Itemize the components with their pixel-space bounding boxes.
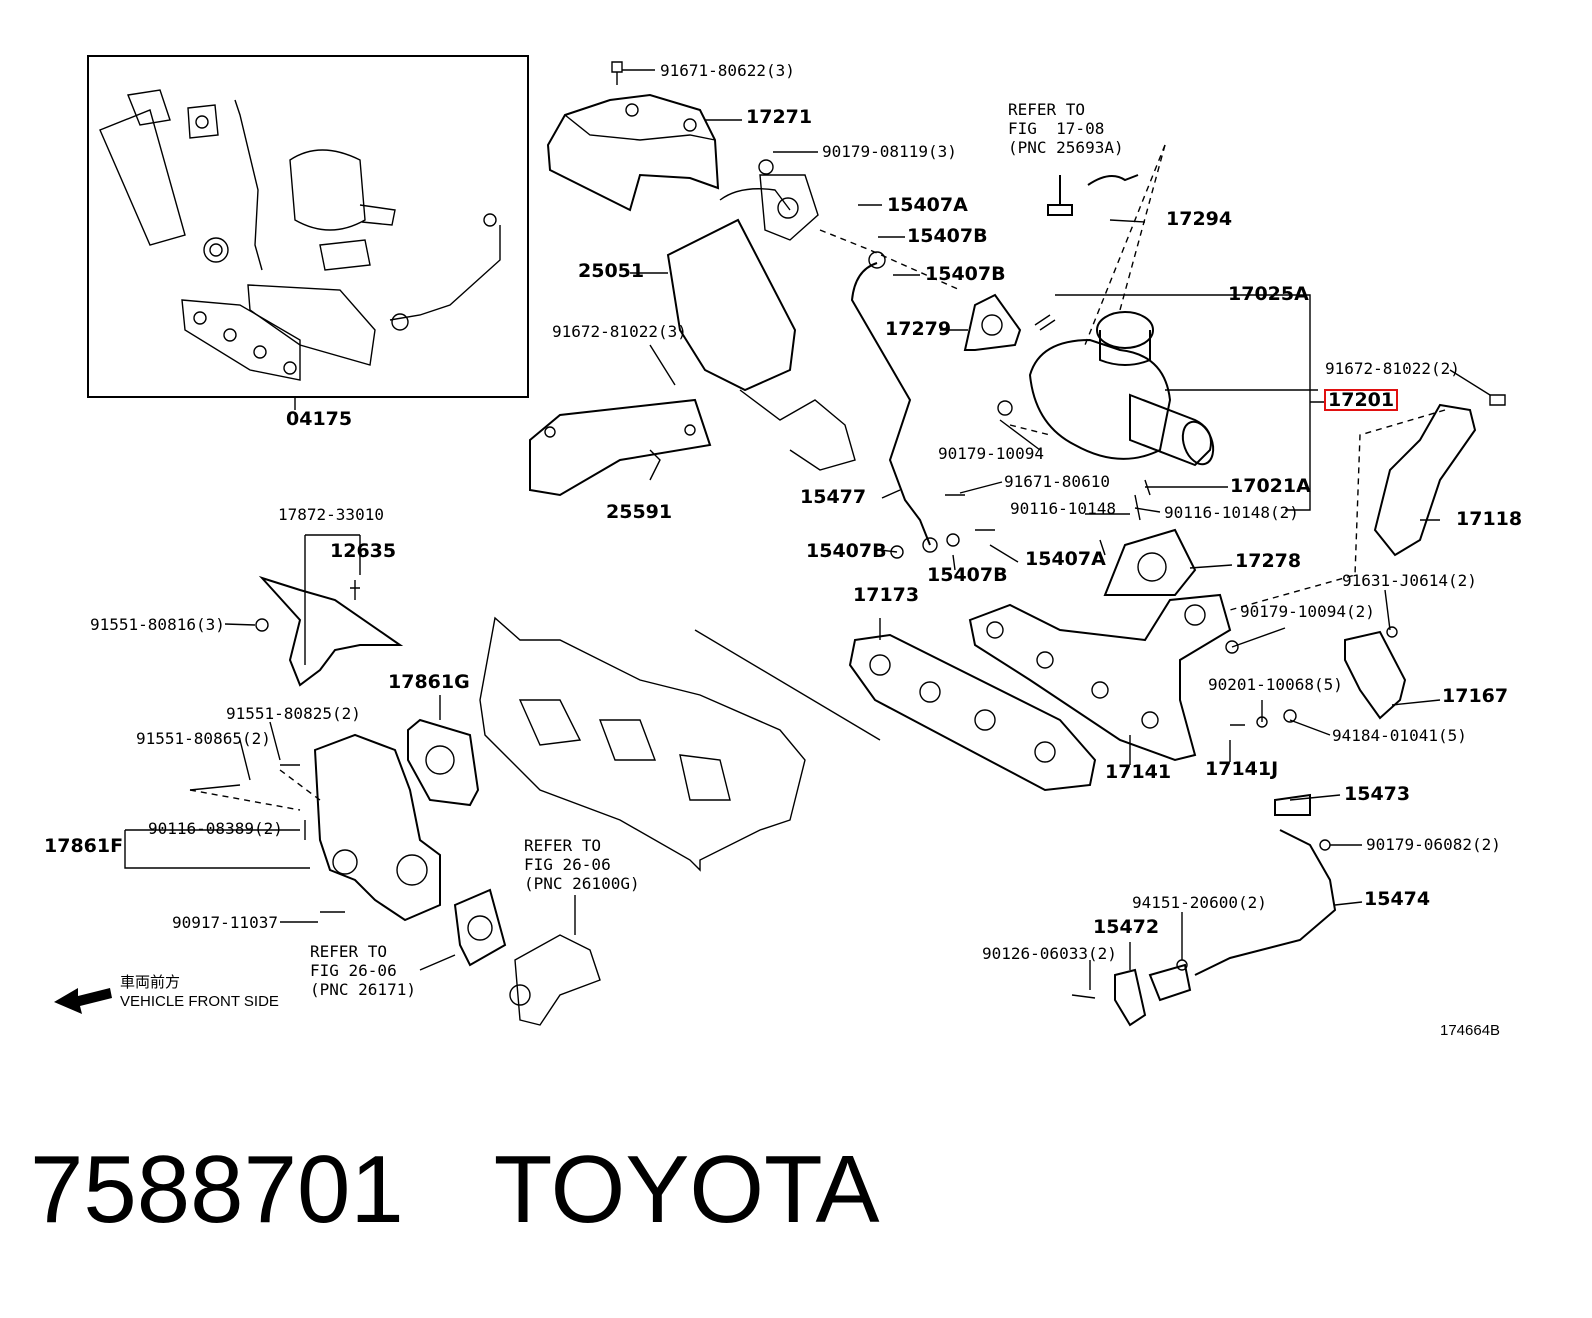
gasket-17861G bbox=[407, 718, 480, 807]
label-17118: 17118 bbox=[1456, 508, 1523, 530]
refer-fig-26-06-a: REFER TO FIG 26-06 (PNC 26100G) bbox=[524, 836, 640, 893]
gasket-egr bbox=[453, 888, 507, 967]
inset-box bbox=[87, 55, 529, 398]
label-17167: 17167 bbox=[1442, 685, 1509, 707]
label-15407A-top: 15407A bbox=[887, 194, 968, 216]
label-17861G: 17861G bbox=[388, 671, 470, 693]
label-90179-08119: 90179-08119(3) bbox=[822, 142, 957, 161]
label-17278: 17278 bbox=[1235, 550, 1302, 572]
converter-25051 bbox=[666, 218, 797, 392]
bracket-25591 bbox=[529, 398, 712, 497]
label-90201-10068: 90201-10068(5) bbox=[1208, 675, 1343, 694]
label-15407A-low: 15407A bbox=[1025, 548, 1106, 570]
label-91631-J0614: 91631-J0614(2) bbox=[1342, 571, 1477, 590]
inset-sketch bbox=[99, 89, 501, 381]
heat-insulator-17271 bbox=[546, 93, 720, 212]
label-15407B-low1: 15407B bbox=[806, 540, 887, 562]
front-arrow-icon bbox=[54, 988, 112, 1014]
cylinder-head bbox=[479, 616, 806, 872]
gasket-15472 bbox=[1114, 968, 1147, 1027]
label-15407B-top1: 15407B bbox=[907, 225, 988, 247]
label-17021A: 17021A bbox=[1230, 475, 1311, 497]
label-17279: 17279 bbox=[885, 318, 952, 340]
label-91672-81022-2: 91672-81022(2) bbox=[1325, 359, 1460, 378]
label-17271: 17271 bbox=[746, 106, 813, 128]
footer-part-number: 7588701 bbox=[30, 1136, 404, 1243]
oil-pipe-15474 bbox=[1194, 829, 1337, 976]
label-91672-81022-3: 91672-81022(3) bbox=[552, 322, 687, 341]
label-90179-10094-2: 90179-10094(2) bbox=[1240, 602, 1375, 621]
egr-bracket-17872 bbox=[258, 575, 404, 687]
label-90116-10148: 90116-10148 bbox=[1010, 499, 1116, 518]
label-04175: 04175 bbox=[286, 408, 353, 430]
label-17141: 17141 bbox=[1105, 761, 1172, 783]
label-91551-80816: 91551-80816(3) bbox=[90, 615, 225, 634]
refer-fig-17-08: REFER TO FIG 17-08 (PNC 25693A) bbox=[1008, 100, 1124, 157]
label-90179-10094: 90179-10094 bbox=[938, 444, 1044, 463]
label-94151-20600: 94151-20600(2) bbox=[1132, 893, 1267, 912]
label-17861F: 17861F bbox=[44, 835, 124, 857]
label-15474: 15474 bbox=[1364, 888, 1431, 910]
illustration-code: 174664B bbox=[1440, 1022, 1501, 1039]
label-15472: 15472 bbox=[1093, 916, 1160, 938]
label-15407B-top2: 15407B bbox=[925, 263, 1006, 285]
manifold-17141 bbox=[968, 593, 1232, 762]
refer-fig-26-06-b: REFER TO FIG 26-06 (PNC 26171) bbox=[310, 942, 416, 999]
footer: 7588701 TOYOTA bbox=[30, 1135, 970, 1245]
label-91551-80825: 91551-80825(2) bbox=[226, 704, 361, 723]
label-90917-11037: 90917-11037 bbox=[172, 913, 278, 932]
footer-brand: TOYOTA bbox=[493, 1136, 880, 1243]
label-94184-01041: 94184-01041(5) bbox=[1332, 726, 1467, 745]
gasket-17278 bbox=[1103, 528, 1197, 596]
gasket-17173 bbox=[848, 633, 1097, 792]
insulator-17167 bbox=[1344, 630, 1407, 720]
insulator-17118 bbox=[1373, 403, 1477, 557]
oil-pipe-15477 bbox=[850, 262, 931, 546]
label-90126-06033: 90126-06033(2) bbox=[982, 944, 1117, 963]
label-17025A: 17025A bbox=[1228, 283, 1309, 305]
leader-lines bbox=[124, 69, 1491, 990]
label-12635: 12635 bbox=[330, 540, 397, 562]
gasket-17279 bbox=[963, 293, 1022, 351]
label-17201-highlighted[interactable]: 17201 bbox=[1323, 389, 1399, 411]
label-15473: 15473 bbox=[1344, 783, 1411, 805]
vehicle-front-en: VEHICLE FRONT SIDE bbox=[120, 993, 279, 1010]
label-17173: 17173 bbox=[853, 584, 920, 606]
egr-valve-17861F bbox=[313, 733, 441, 922]
label-90179-06082: 90179-06082(2) bbox=[1366, 835, 1501, 854]
vehicle-front-jp: 車両前方 bbox=[120, 974, 181, 991]
label-25051: 25051 bbox=[578, 260, 645, 282]
label-90116-08389: 90116-08389(2) bbox=[148, 819, 283, 838]
label-17141J: 17141J bbox=[1205, 758, 1279, 780]
label-91551-80865: 91551-80865(2) bbox=[136, 729, 271, 748]
label-15407B-low2: 15407B bbox=[927, 564, 1008, 586]
label-91671-80610: 91671-80610 bbox=[1004, 472, 1110, 491]
label-25591: 25591 bbox=[606, 501, 673, 523]
label-91671-80622: 91671-80622(3) bbox=[660, 61, 795, 80]
turbocharger-17201 bbox=[997, 311, 1215, 467]
label-15477: 15477 bbox=[800, 486, 867, 508]
label-17294: 17294 bbox=[1166, 208, 1233, 230]
label-90116-10148-2: 90116-10148(2) bbox=[1164, 503, 1299, 522]
label-17872-33010: 17872-33010 bbox=[278, 505, 384, 524]
